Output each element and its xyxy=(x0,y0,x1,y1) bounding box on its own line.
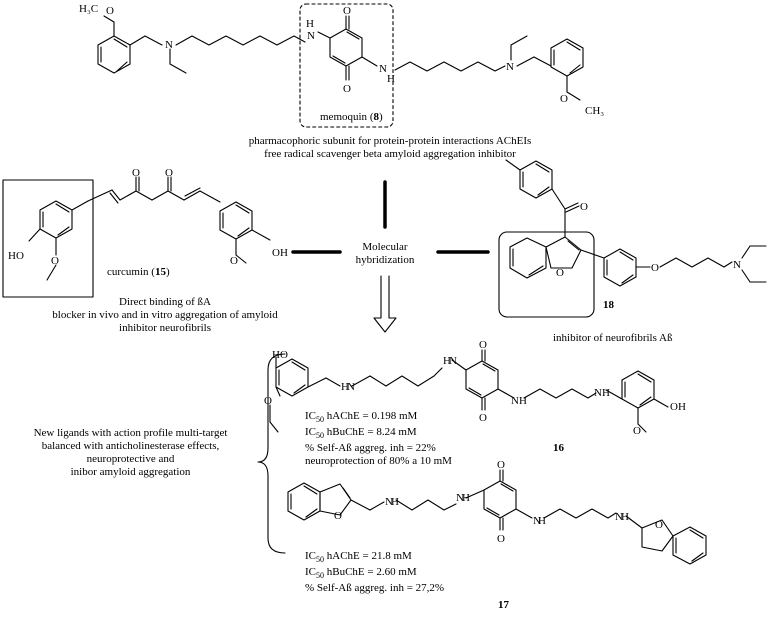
atom-o: O xyxy=(51,255,59,267)
memoquin-methoxy-right: CH₃ xyxy=(585,105,604,117)
compound-18-structure xyxy=(498,159,767,318)
memoquin-description: pharmacophoric subunit for protein-prote… xyxy=(150,135,630,161)
compound-17-structure xyxy=(287,469,707,565)
atom-n: N xyxy=(615,511,623,523)
memoquin-structure xyxy=(97,3,584,128)
curcumin-number: 15 xyxy=(154,266,166,278)
summary-line4: inibor amyloid aggregation xyxy=(70,466,191,478)
atom-o: O xyxy=(479,339,487,351)
curcumin-name: curcumin xyxy=(107,266,149,278)
compound-18-description: inhibitor of neurofibrils Aß xyxy=(553,332,673,344)
atom-o: O xyxy=(479,412,487,424)
atom-o: O xyxy=(343,83,351,95)
atom-n: N xyxy=(533,515,541,527)
memoquin-methoxy-top: H₃C xyxy=(79,3,98,15)
atom-o: O xyxy=(580,201,588,213)
atom-n: N xyxy=(449,355,457,367)
compound-16-buche: IC50 hBuChE = 8.24 mM xyxy=(305,426,417,441)
summary-text: New ligands with action profile multi-ta… xyxy=(8,427,253,479)
curcumin-description-line1: Direct binding of ßA xyxy=(119,296,211,308)
atom-n: N xyxy=(307,30,315,42)
curcumin-label: curcumin (15) xyxy=(107,266,170,278)
atom-o: O xyxy=(651,262,659,274)
curcumin-description: Direct binding of ßA blocker in vivo and… xyxy=(30,296,300,335)
atom-labels: H₃C O N H N O O N H N O CH₃ O O O O O O … xyxy=(51,3,741,545)
curcumin-description-line2: blocker in vivo and in vitro aggregation… xyxy=(52,309,278,321)
compound-16-ache: IC50 hAChE = 0.198 mM xyxy=(305,410,418,425)
compound-17-number: 17 xyxy=(498,599,509,611)
curcumin-description-line3: inhibitor neurofibrils xyxy=(119,322,211,334)
compound-17-self-ab: % Self-Aß aggreg. inh = 27,2% xyxy=(305,582,445,595)
atom-h: H xyxy=(621,511,629,523)
atom-o: O xyxy=(264,395,272,407)
molecular-hybridization-label: Molecular hybridization xyxy=(335,241,435,267)
curcumin-ho: HO xyxy=(8,250,24,262)
compound-17-properties: IC50 hAChE = 21.8 mM IC50 hBuChE = 2.60 … xyxy=(305,550,444,595)
atom-o: O xyxy=(560,93,568,105)
compound-16-ho: HO xyxy=(272,349,288,361)
atom-h: H xyxy=(341,381,349,393)
atom-o: O xyxy=(497,459,505,471)
summary-line1: New ligands with action profile multi-ta… xyxy=(33,427,228,439)
atom-h: H xyxy=(538,515,546,527)
atom-h: H xyxy=(602,387,610,399)
compound-17-buche: IC50 hBuChE = 2.60 mM xyxy=(305,566,417,581)
atom-n: N xyxy=(165,39,173,51)
curcumin-structure xyxy=(2,176,271,298)
atom-o: O xyxy=(106,5,114,17)
atom-n: N xyxy=(506,61,514,73)
atom-n: N xyxy=(733,259,741,271)
atom-o: O xyxy=(165,167,173,179)
atom-o: O xyxy=(343,5,351,17)
summary-line3: neuroprotective and xyxy=(86,453,175,465)
memoquin-description-line2: free radical scavenger beta amyloid aggr… xyxy=(264,148,516,160)
atom-n: N xyxy=(511,395,519,407)
compound-17-ache: IC50 hAChE = 21.8 mM xyxy=(305,550,412,565)
center-line2: hybridization xyxy=(355,254,415,266)
compound-16-number: 16 xyxy=(553,442,564,454)
atom-h: H xyxy=(519,395,527,407)
memoquin-description-line1: pharmacophoric subunit for protein-prote… xyxy=(248,135,532,147)
atom-o: O xyxy=(230,255,238,267)
atom-h: H xyxy=(443,355,451,367)
atom-h: H xyxy=(462,492,470,504)
atom-h: H xyxy=(306,18,314,30)
curcumin-oh: OH xyxy=(272,247,288,259)
memoquin-label: memoquin (8) xyxy=(320,111,383,123)
atom-o: O xyxy=(334,510,342,522)
summary-line2: balanced with anticholinesterase effects… xyxy=(41,440,220,452)
atom-h: H xyxy=(387,73,395,85)
atom-n: N xyxy=(594,387,602,399)
center-line1: Molecular xyxy=(362,241,408,253)
atom-o: O xyxy=(556,267,564,279)
atom-h: H xyxy=(391,496,399,508)
compound-18-number: 18 xyxy=(603,299,614,311)
atom-o: O xyxy=(655,519,663,531)
atom-n: N xyxy=(456,492,464,504)
atom-n: N xyxy=(385,496,393,508)
compound-16-neuroprotection: neuroprotection of 80% a 10 mM xyxy=(305,455,452,468)
compound-16-properties: IC50 hAChE = 0.198 mM IC50 hBuChE = 8.24… xyxy=(305,410,452,468)
memoquin-number: 8 xyxy=(373,111,379,123)
atom-o: O xyxy=(132,167,140,179)
atom-n: N xyxy=(347,381,355,393)
atom-o: O xyxy=(497,533,505,545)
atom-o: O xyxy=(633,425,641,437)
compound-16-self-ab: % Self-Aß aggreg. inh = 22% xyxy=(305,442,436,455)
atom-n: N xyxy=(379,63,387,75)
memoquin-name: memoquin xyxy=(320,111,368,123)
compound-16-oh: OH xyxy=(670,401,686,413)
compound-16-structure xyxy=(269,349,669,433)
